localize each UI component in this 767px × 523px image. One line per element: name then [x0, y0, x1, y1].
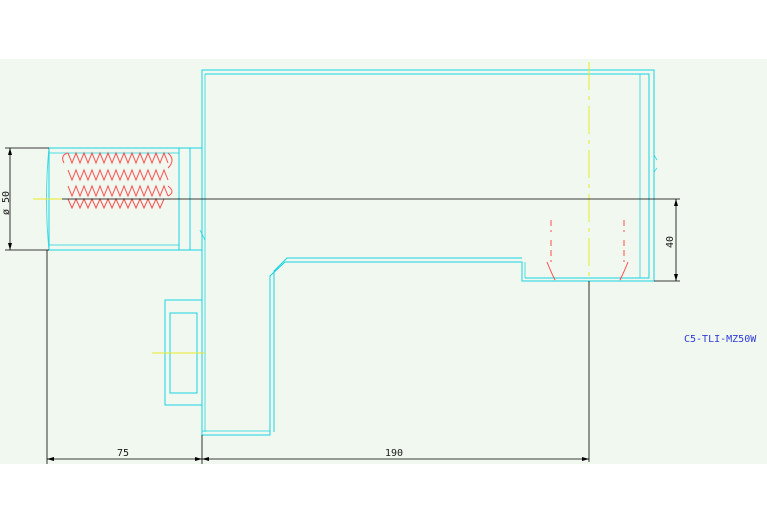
- body-length-dimension: 190: [385, 448, 403, 459]
- tool-body-outline: [201, 69, 658, 436]
- diameter-dimension: ø 50: [1, 191, 12, 215]
- dimension-lines: [5, 147, 680, 464]
- thread-detail: [62, 151, 173, 210]
- shank-length-dimension: 75: [117, 448, 129, 459]
- offset-dimension: 40: [665, 236, 676, 248]
- pocket-hidden-lines: [546, 220, 629, 281]
- center-lines: [33, 62, 590, 354]
- part-label: C5-TLI-MZ50W: [684, 334, 757, 345]
